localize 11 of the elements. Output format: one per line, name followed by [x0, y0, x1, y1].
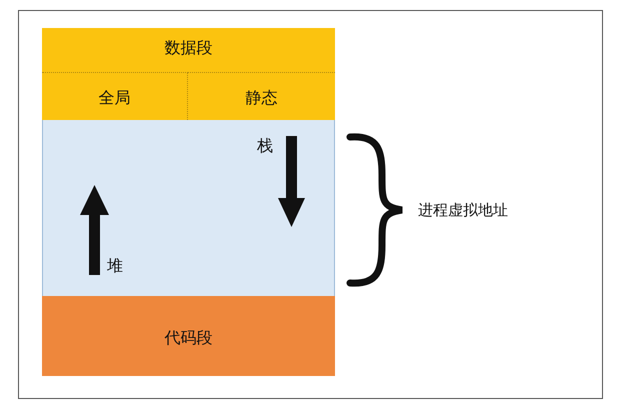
cell-text: 全局: [98, 88, 132, 109]
segment-heading: 数据段: [164, 38, 214, 59]
memory-region: [42, 120, 335, 296]
table-cell: [42, 72, 188, 120]
segment-label: 代码段: [164, 328, 214, 349]
data-segment-block: [42, 28, 335, 120]
heap-label: 堆: [107, 256, 123, 277]
stack-label: 栈: [257, 136, 273, 157]
code-segment-block: [42, 296, 335, 376]
brace-label: 进程虚拟地址: [418, 201, 508, 220]
cell-text: 静态: [244, 88, 278, 109]
